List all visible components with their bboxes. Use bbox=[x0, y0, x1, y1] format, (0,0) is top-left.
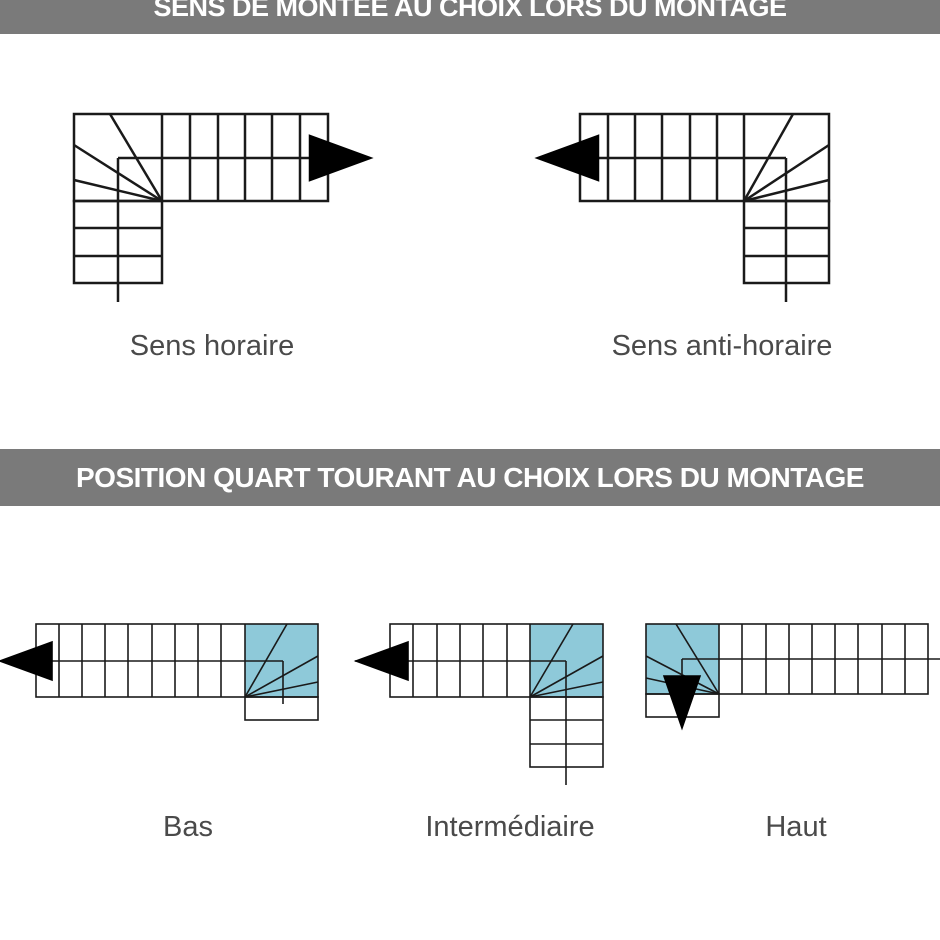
direction-arrow-icon bbox=[353, 640, 409, 682]
caption-turn-middle: Intermédiaire bbox=[425, 811, 595, 843]
direction-arrow-icon bbox=[662, 675, 702, 731]
stair-diagram-turn-low bbox=[0, 623, 319, 721]
caption-clockwise: Sens horaire bbox=[129, 330, 295, 362]
caption-turn-low: Bas bbox=[163, 811, 213, 843]
section-title-quarter-turn: POSITION QUART TOURANT AU CHOIX LORS DU … bbox=[76, 462, 864, 493]
direction-arrow-icon bbox=[534, 134, 600, 182]
direction-arrow-icon bbox=[0, 640, 53, 682]
section-title-direction: SENS DE MONTÉE AU CHOIX LORS DU MONTAGE bbox=[153, 0, 787, 22]
caption-counterclockwise: Sens anti-horaire bbox=[611, 330, 833, 362]
stair-diagram-clockwise bbox=[72, 112, 374, 302]
section-banner-direction: SENS DE MONTÉE AU CHOIX LORS DU MONTAGE bbox=[0, 0, 940, 34]
stair-diagram-counterclockwise bbox=[534, 112, 831, 302]
caption-turn-high: Haut bbox=[765, 811, 827, 843]
direction-arrow-icon bbox=[308, 134, 374, 182]
section-banner-quarter-turn: POSITION QUART TOURANT AU CHOIX LORS DU … bbox=[0, 449, 940, 506]
stair-diagram-turn-high bbox=[645, 623, 940, 731]
stair-diagram-turn-middle bbox=[353, 623, 604, 785]
